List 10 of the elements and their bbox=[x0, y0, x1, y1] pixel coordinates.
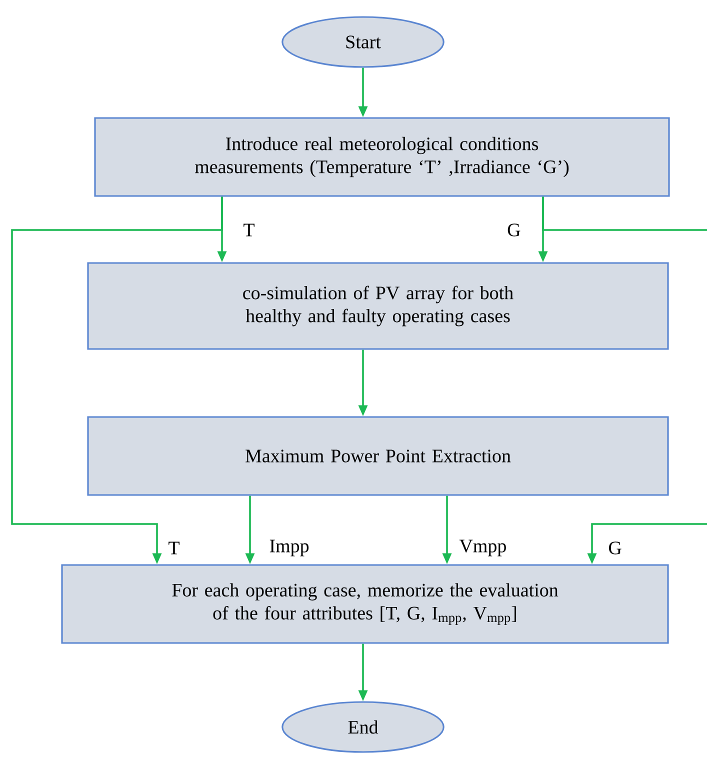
process-box: co-simulation of PV array for both healthy and faulty operating cases bbox=[87, 262, 669, 350]
edge-label: G bbox=[506, 222, 522, 238]
edge-label: G bbox=[607, 540, 623, 556]
edge-label: T bbox=[167, 540, 181, 556]
edge-label: T bbox=[242, 222, 256, 238]
process-box: Introduce real meteorological conditions measurements (Temperature ‘T’ ,Irradiance ‘G’) bbox=[94, 117, 670, 197]
edge-label: Impp bbox=[268, 538, 310, 558]
process-box: For each operating case, memorize the evaluation of the four attributes [T, G, I$_{mpp}$, V$_{mpp}$] bbox=[61, 564, 669, 644]
edge-label: Vmpp bbox=[458, 538, 508, 558]
process-box: Maximum Power Point Extraction bbox=[87, 416, 669, 496]
